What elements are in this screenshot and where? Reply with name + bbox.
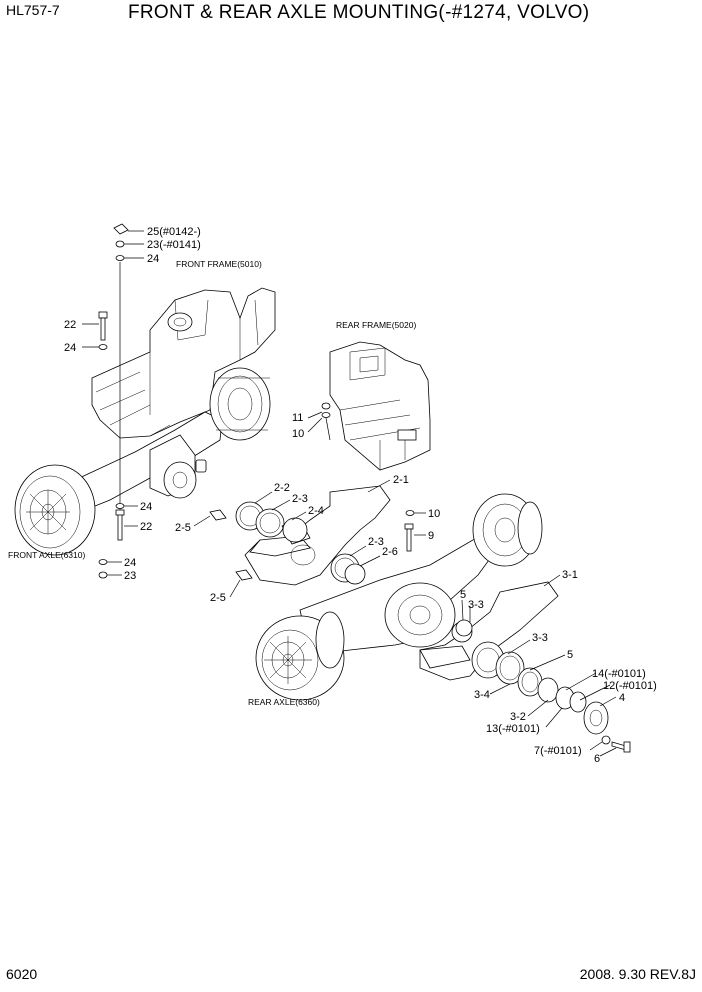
callout-3-1: 3-1 — [562, 569, 578, 581]
revision-date: 2008. 9.30 REV.8J — [579, 966, 696, 982]
leader-lines — [82, 230, 617, 757]
callout-6: 6 — [594, 753, 600, 765]
caption-front-frame: FRONT FRAME(5010) — [176, 259, 262, 269]
callout-2-3-upper: 2-3 — [292, 493, 308, 505]
callout-2-5-upper: 2-5 — [175, 522, 191, 534]
page-number: 6020 — [6, 966, 38, 982]
caption-rear-frame: REAR FRAME(5020) — [336, 320, 416, 330]
callout-10-lower: 10 — [428, 508, 440, 520]
caption-rear-axle: REAR AXLE(6360) — [248, 697, 320, 707]
callout-2-5-lower: 2-5 — [210, 592, 226, 604]
front-axle-drawing — [14, 367, 271, 556]
callout-24-top: 24 — [147, 253, 159, 265]
callout-10-upper: 10 — [292, 428, 304, 440]
page-title: FRONT & REAR AXLE MOUNTING(-#1274, VOLVO… — [128, 2, 590, 23]
model-number: HL757-7 — [6, 2, 60, 18]
front-frame-drawing — [91, 287, 276, 439]
caption-front-axle: FRONT AXLE(6310) — [8, 550, 85, 560]
rear-axle-drawing — [255, 493, 543, 701]
callout-2-1: 2-1 — [393, 474, 409, 486]
front-mount-bracket-drawing — [235, 485, 391, 586]
callout-2-6: 2-6 — [382, 546, 398, 558]
callout-22-top: 22 — [64, 319, 76, 331]
callout-3-3-upper: 3-3 — [468, 599, 484, 611]
callout-13: 13(-#0101) — [486, 723, 540, 735]
callout-2-2: 2-2 — [274, 482, 290, 494]
callout-9: 9 — [428, 530, 434, 542]
callout-22-lower: 22 — [140, 521, 152, 533]
callout-4: 4 — [619, 692, 625, 704]
callout-12: 12(-#0101) — [603, 680, 657, 692]
callout-5-lower: 5 — [567, 649, 573, 661]
callout-3-2: 3-2 — [510, 711, 526, 723]
callout-11: 11 — [292, 412, 303, 424]
callout-23-bottom: 23 — [124, 570, 136, 582]
callout-24-lower: 24 — [140, 501, 152, 513]
callout-7: 7(-#0101) — [534, 745, 582, 757]
rear-frame-drawing — [329, 341, 431, 471]
callout-2-3-lower: 2-3 — [368, 536, 384, 548]
callout-23-top: 23(-#0141) — [147, 239, 201, 251]
callout-14: 14(-#0101) — [592, 668, 646, 680]
callout-5-upper: 5 — [460, 589, 466, 601]
callout-3-3-lower: 3-3 — [532, 632, 548, 644]
callout-25: 25(#0142-) — [147, 226, 201, 238]
callout-24-bottom: 24 — [124, 557, 136, 569]
callout-2-4: 2-4 — [308, 505, 324, 517]
callout-24-mid: 24 — [64, 342, 76, 354]
callout-3-4: 3-4 — [474, 689, 490, 701]
